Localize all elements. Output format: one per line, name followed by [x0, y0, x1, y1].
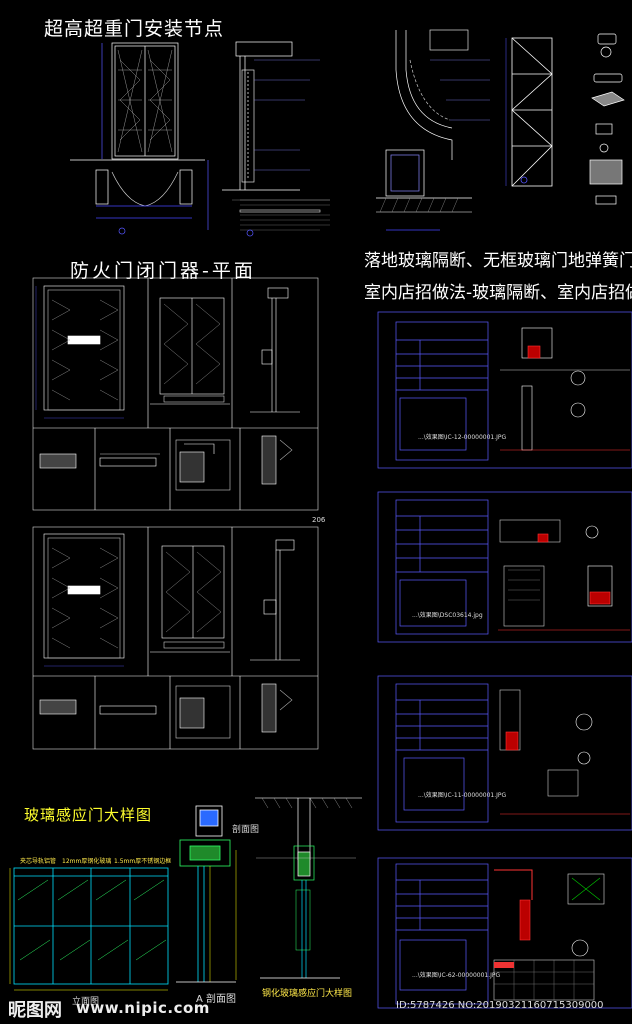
photo-caption-1: ...\效果图\IC-12-00000001.JPG — [418, 434, 507, 441]
sensor-door-elevation — [9, 867, 169, 991]
glass-partition-sheet-1-drawings — [500, 327, 630, 451]
caption-detail: 钢化玻璃感应门大样图 — [262, 989, 353, 999]
title-heavy-door: 超高超重门安装节点 — [44, 18, 225, 40]
glass-partition-sheet-3-drawings — [499, 689, 630, 815]
page-number: 206 — [312, 516, 326, 524]
title-glass-partition-2: 室内店招做法-玻璃隔断、室内店招做法 — [364, 283, 632, 303]
title-glass-partition-1: 落地玻璃隔断、无框玻璃门地弹簧门 — [364, 251, 632, 271]
hardware-fittings — [589, 33, 625, 205]
watermark-id: ID:5787426 NO:20190321160715309000 — [396, 1000, 604, 1011]
caption-elevation: 立面图 — [72, 997, 100, 1007]
sensor-door-section-a — [176, 805, 237, 983]
sensor-label-top-right: 1.5mm厚不锈钢边框 — [114, 858, 172, 865]
heavy-door-elevation — [70, 42, 205, 235]
fire-door-sheet-2 — [32, 526, 319, 750]
photo-caption-2: ...\效果图\DSC03614.jpg — [412, 612, 483, 619]
photo-caption-3: ...\效果图\IC-11-00000001.JPG — [418, 792, 507, 799]
photo-caption-4: ...\效果图\IC-62-00000001.JPG — [412, 972, 501, 979]
glass-partition-sheet-4-drawings — [493, 869, 605, 1001]
sensor-door-detail — [255, 797, 362, 979]
caption-section-a: A 剖面图 — [196, 994, 237, 1005]
fire-door-sheet-1 — [32, 277, 319, 511]
glass-partition-sheet-2 — [377, 491, 632, 643]
sensor-label-top-mid: 12mm厚钢化玻璃 — [62, 858, 112, 865]
caption-section: 剖面图 — [232, 825, 260, 835]
glass-partition-sheet-3 — [377, 675, 632, 831]
glass-partition-sheet-1 — [377, 311, 632, 469]
sensor-label-top-left: 夹芯导轨铝管 — [20, 858, 57, 865]
watermark-url[interactable]: www.nipic.com — [76, 999, 210, 1017]
glass-partition-sheet-2-drawings — [498, 519, 630, 631]
title-fire-door: 防火门闭门器-平面 — [70, 260, 256, 282]
steel-truss-frame — [505, 37, 553, 187]
glass-partition-sheet-4 — [377, 857, 632, 1009]
glass-detail-curved — [376, 29, 490, 231]
heavy-door-section — [207, 41, 330, 237]
title-sensor-door: 玻璃感应门大样图 — [24, 806, 153, 824]
watermark-logo: 昵图网 — [8, 1000, 62, 1021]
